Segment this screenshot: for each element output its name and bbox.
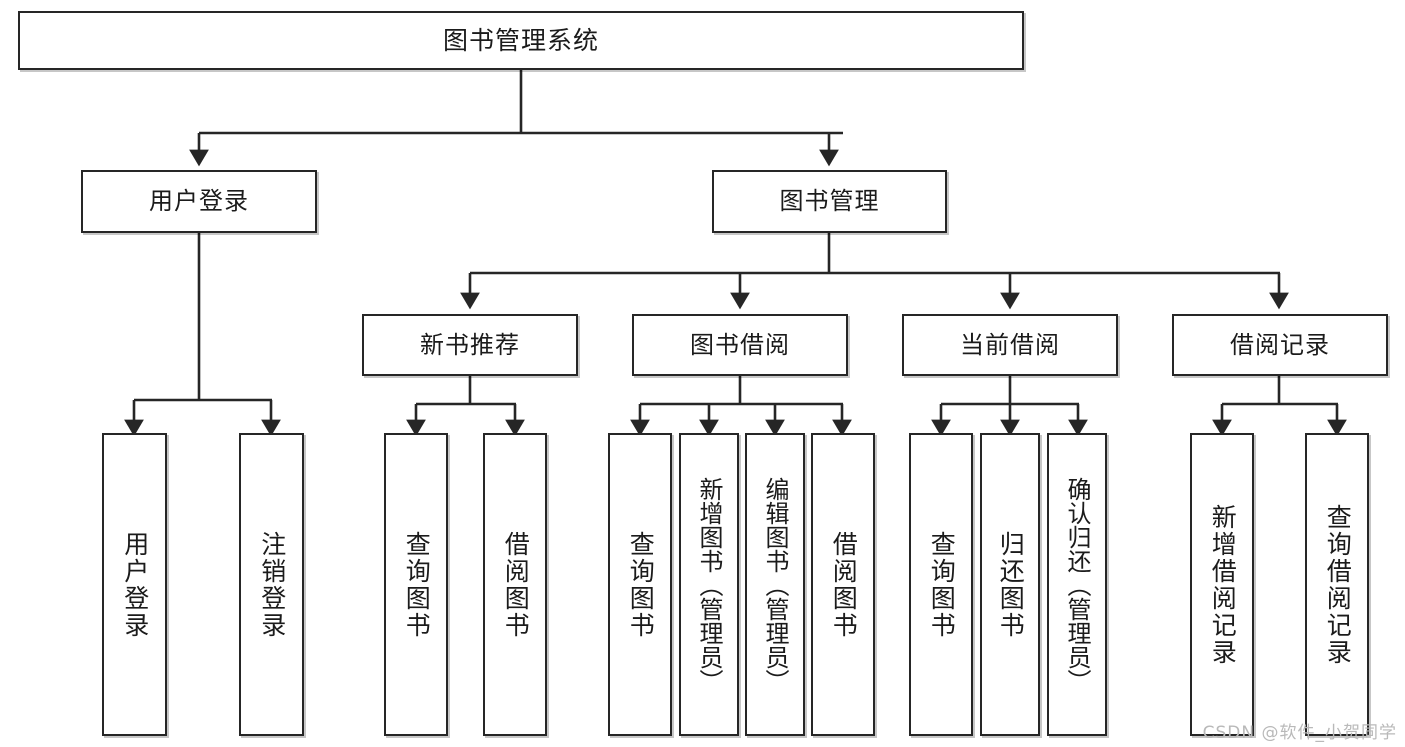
leaf-borrow-record-add[interactable]: 新增借阅记录	[1190, 433, 1254, 736]
leaf-new-book-borrow[interactable]: 借阅图书	[483, 433, 547, 736]
leaf-label: 查询图书	[927, 530, 957, 639]
leaf-label: 用户登录	[120, 530, 150, 639]
node-borrow-record-label: 借阅记录	[1230, 330, 1330, 359]
node-book-management[interactable]: 图书管理	[712, 170, 947, 233]
leaf-book-borrow-add[interactable]: 新增图书（管理员）	[679, 433, 739, 736]
watermark: CSDN @软件_小贺同学	[1202, 723, 1397, 743]
node-new-book-recommend[interactable]: 新书推荐	[362, 314, 578, 376]
node-user-login[interactable]: 用户登录	[81, 170, 317, 233]
node-root-label: 图书管理系统	[442, 25, 599, 55]
node-current-borrow[interactable]: 当前借阅	[902, 314, 1118, 376]
node-current-borrow-label: 当前借阅	[960, 330, 1060, 359]
leaf-label: 查询图书	[626, 530, 656, 639]
leaf-label: 注销登录	[257, 530, 287, 639]
leaf-book-borrow-borrow[interactable]: 借阅图书	[811, 433, 875, 736]
leaf-label: 借阅图书	[501, 530, 531, 639]
node-book-borrow[interactable]: 图书借阅	[632, 314, 848, 376]
leaf-new-book-query[interactable]: 查询图书	[384, 433, 448, 736]
node-borrow-record[interactable]: 借阅记录	[1172, 314, 1388, 376]
node-new-book-recommend-label: 新书推荐	[420, 330, 520, 359]
node-user-login-label: 用户登录	[149, 187, 249, 216]
leaf-borrow-record-query[interactable]: 查询借阅记录	[1305, 433, 1369, 736]
leaf-current-borrow-return[interactable]: 归还图书	[980, 433, 1040, 736]
leaf-book-borrow-query[interactable]: 查询图书	[608, 433, 672, 736]
node-book-borrow-label: 图书借阅	[690, 330, 790, 359]
leaf-current-borrow-confirm-return[interactable]: 确认归还（管理员）	[1047, 433, 1107, 736]
leaf-label: 借阅图书	[829, 530, 859, 639]
leaf-current-borrow-query[interactable]: 查询图书	[909, 433, 973, 736]
leaf-label: 新增图书（管理员）	[695, 476, 723, 693]
node-root[interactable]: 图书管理系统	[18, 11, 1024, 70]
leaf-user-login-login[interactable]: 用户登录	[102, 433, 167, 736]
leaf-label: 查询借阅记录	[1323, 503, 1353, 666]
leaf-label: 新增借阅记录	[1208, 503, 1238, 666]
leaf-user-login-logout[interactable]: 注销登录	[239, 433, 304, 736]
leaf-label: 编辑图书（管理员）	[761, 476, 789, 693]
node-book-management-label: 图书管理	[779, 187, 880, 216]
leaf-book-borrow-edit[interactable]: 编辑图书（管理员）	[745, 433, 805, 736]
leaf-label: 确认归还（管理员）	[1063, 476, 1091, 693]
leaf-label: 归还图书	[996, 530, 1026, 639]
leaf-label: 查询图书	[402, 530, 432, 639]
